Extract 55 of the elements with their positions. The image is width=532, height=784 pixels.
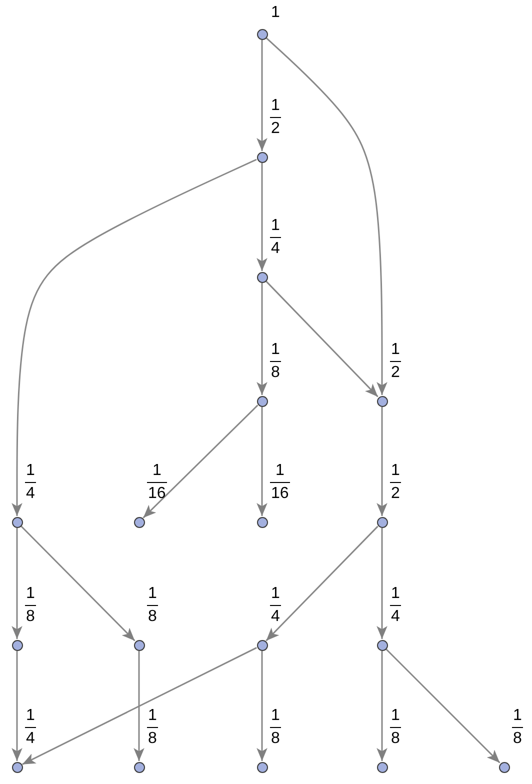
arrow — [22, 647, 257, 765]
fraction-label: 1 4 — [25, 707, 36, 748]
node-circle — [134, 762, 144, 772]
fraction-label: 1 4 — [390, 585, 401, 626]
arrow — [20, 526, 136, 642]
node-circle — [256, 272, 268, 282]
fraction-label: 1 8 — [147, 707, 158, 748]
node-circle — [256, 640, 268, 650]
arrow — [134, 651, 144, 761]
node-circle — [256, 28, 268, 40]
fraction-label: 1 2 — [390, 462, 401, 504]
node-circle — [376, 396, 388, 406]
fraction-label: 1 16 — [147, 462, 167, 504]
fraction-label: 1 8 — [147, 585, 158, 626]
node-circle — [12, 516, 22, 528]
arrow — [142, 404, 258, 518]
arrow — [256, 283, 268, 395]
arrow — [376, 528, 388, 639]
fraction-label: 1 8 — [270, 341, 281, 382]
arrow — [376, 651, 388, 761]
node-circle — [12, 640, 22, 650]
node-circle — [498, 762, 510, 772]
node-circle — [376, 762, 388, 772]
node-circle — [256, 516, 268, 528]
value-label: 1 — [270, 4, 281, 22]
node-circle — [256, 762, 268, 772]
arrow — [266, 280, 378, 398]
fraction-label: 1 8 — [25, 585, 36, 626]
node-circle — [376, 516, 388, 528]
fraction-label: 1 2 — [390, 341, 401, 382]
fraction-label: 1 4 — [270, 217, 281, 258]
arrow — [256, 407, 268, 516]
arrow — [12, 158, 257, 516]
fraction-label: 1 2 — [270, 97, 281, 138]
node-circle — [134, 516, 144, 528]
node-circle — [12, 762, 22, 772]
fraction-label: 1 8 — [512, 707, 523, 748]
arrow — [256, 163, 268, 271]
node-circle — [134, 640, 144, 650]
arrow — [256, 40, 268, 151]
node-circle — [256, 152, 268, 162]
fraction-label: 1 8 — [390, 707, 401, 748]
fraction-label: 1 16 — [270, 462, 290, 504]
arrow — [386, 648, 500, 764]
node-circle — [256, 396, 268, 406]
arrow — [376, 407, 388, 516]
fraction-label: 1 4 — [270, 585, 281, 626]
arrow — [12, 528, 22, 639]
node-circle — [376, 640, 388, 650]
arrow — [12, 651, 22, 761]
arrow — [266, 38, 388, 395]
fraction-label: 1 4 — [25, 462, 36, 504]
fraction-label: 1 8 — [270, 707, 281, 748]
arrow — [266, 526, 378, 642]
arrow — [256, 651, 268, 761]
